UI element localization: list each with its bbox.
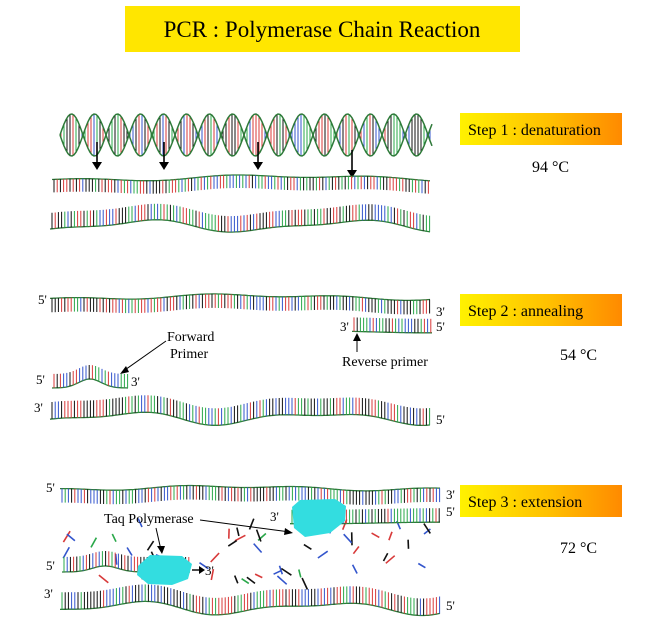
- panel-2-annealing: 5' 3' 3' 5' 5' 3' 3' 5' Forward Primer R…: [34, 292, 445, 427]
- p3-new-strand-3prime: 3': [270, 509, 279, 524]
- p3-top-5prime: 5': [46, 480, 55, 495]
- polymerase-blob-icon: [137, 555, 192, 585]
- panel-1-denaturation: [50, 114, 432, 232]
- extension-strands: [60, 486, 440, 616]
- p3-bottom-right-5prime: 5': [446, 598, 455, 613]
- p2-reverse-primer-5prime: 5': [436, 319, 445, 334]
- template-strand-bottom: [50, 395, 430, 425]
- step-3-label: Step 3 : extension: [468, 494, 582, 511]
- p3-bottom-5prime: 5': [46, 558, 55, 573]
- taq-polymerase-label: Taq Polymerase: [104, 512, 194, 527]
- single-strand-bottom: [50, 204, 430, 232]
- dna-double-helix: [60, 114, 432, 156]
- template-strand-top: [60, 486, 440, 505]
- p2-bottom-3prime: 3': [34, 400, 43, 415]
- taq-pointer-down: [156, 528, 165, 554]
- p2-top-3prime: 3': [436, 304, 445, 319]
- forward-primer-label-line2: Primer: [170, 347, 208, 362]
- single-strands: [50, 175, 430, 232]
- panel-3-extension: 5' 3' 3' 5' 5' 3' 3' 5' Taq Polymerase: [44, 480, 455, 616]
- step-1-temp: 94 °C: [532, 159, 569, 176]
- template-strand-top: [50, 294, 430, 315]
- p2-forward-primer-3prime: 3': [131, 374, 140, 389]
- step-1-box: Step 1 : denaturation: [460, 113, 622, 145]
- reverse-primer-pointer: [353, 333, 361, 352]
- step-3-box: Step 3 : extension: [460, 485, 622, 517]
- p2-bottom-5prime: 5': [36, 372, 45, 387]
- taq-pointer-right: [200, 520, 293, 535]
- step-1-label: Step 1 : denaturation: [468, 122, 601, 139]
- step-2-box: Step 2 : annealing: [460, 294, 622, 326]
- p3-top-3prime: 3': [446, 487, 455, 502]
- page-title: PCR : Polymerase Chain Reaction: [164, 17, 481, 42]
- extension-arrow-icon: [192, 566, 205, 574]
- forward-primer-pointer: [120, 341, 166, 374]
- polymerase-blob-icon: [292, 499, 346, 537]
- reverse-primer: [352, 317, 432, 332]
- step-2-label: Step 2 : annealing: [468, 303, 583, 320]
- template-strand-bottom: [60, 584, 440, 615]
- p2-bottom-right-5prime: 5': [436, 412, 445, 427]
- p3-bottom-3prime: 3': [44, 586, 53, 601]
- p2-top-5prime: 5': [38, 292, 47, 307]
- p2-reverse-primer-3prime: 3': [340, 319, 349, 334]
- forward-primer: [52, 365, 128, 388]
- single-strand-top: [52, 175, 430, 194]
- forward-primer-label: Forward: [167, 330, 214, 345]
- reverse-primer-label: Reverse primer: [342, 355, 428, 370]
- step-2-temp: 54 °C: [560, 347, 597, 364]
- p3-top-right-5prime: 5': [446, 504, 455, 519]
- step-3-temp: 72 °C: [560, 540, 597, 557]
- p3-bottom-new-3prime: 3': [205, 563, 214, 578]
